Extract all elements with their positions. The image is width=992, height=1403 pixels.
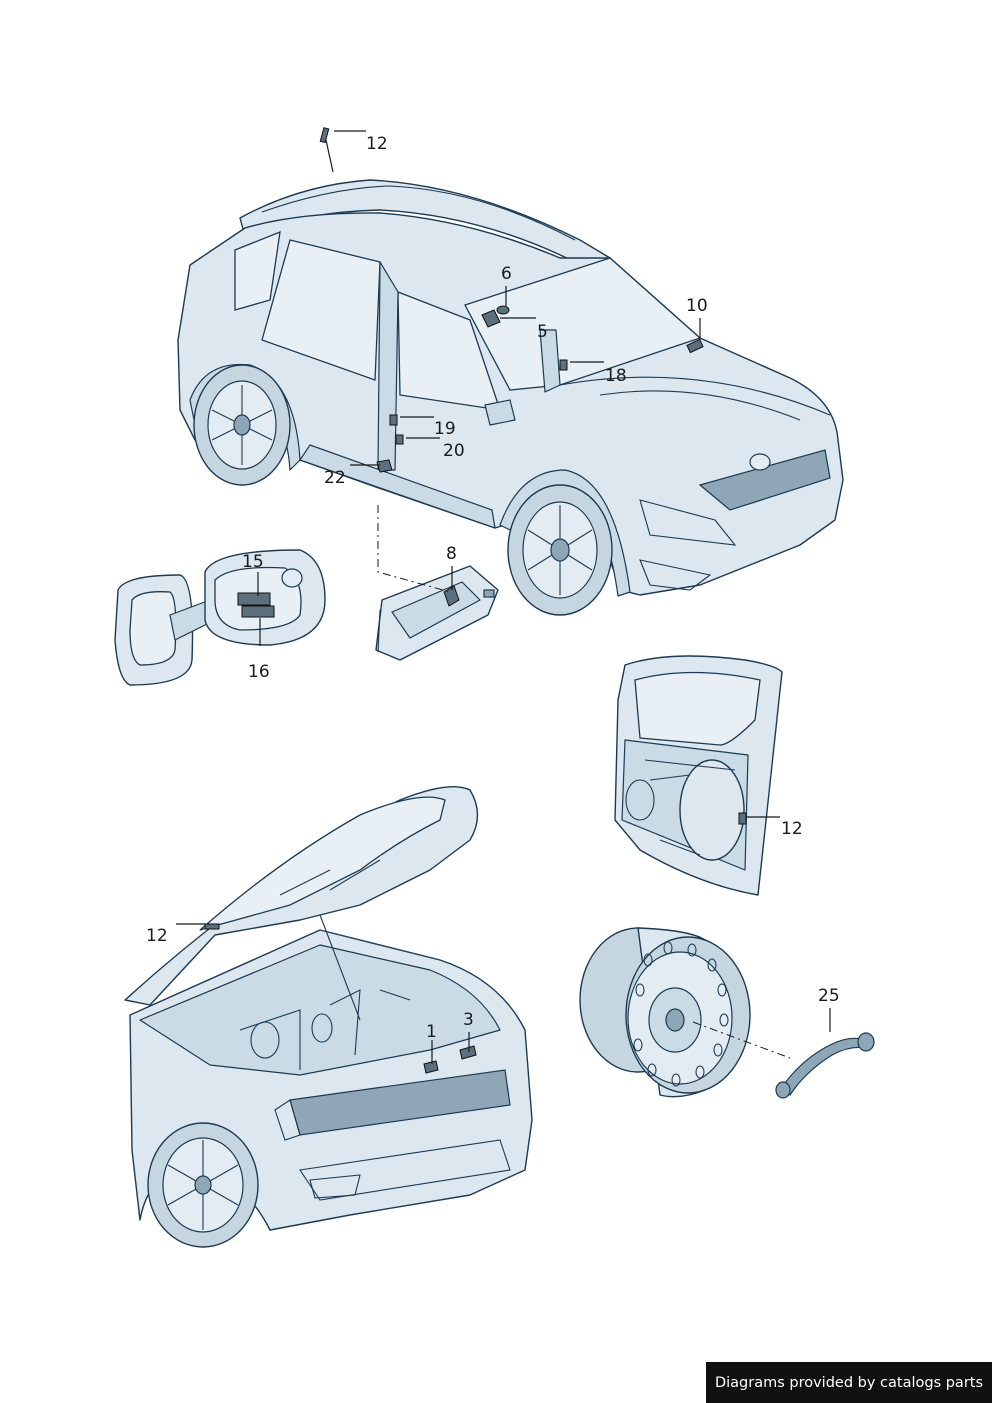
callout-12-top: 12 bbox=[366, 134, 388, 154]
callout-1: 1 bbox=[426, 1022, 437, 1042]
callout-15: 15 bbox=[242, 552, 264, 572]
door-illustration bbox=[614, 655, 783, 896]
callout-6: 6 bbox=[501, 264, 512, 284]
callout-10: 10 bbox=[686, 296, 708, 316]
callout-12-door: 12 bbox=[781, 819, 803, 839]
footer-text: Diagrams provided by catalogs parts bbox=[714, 1374, 984, 1391]
callout-16: 16 bbox=[248, 662, 270, 682]
leader-lines bbox=[176, 130, 831, 1064]
front-engine-bay-illustration bbox=[124, 785, 533, 1248]
spare-wheel-illustration bbox=[579, 927, 875, 1099]
attribution-footer: Diagrams provided by catalogs parts bbox=[706, 1362, 992, 1403]
suv-illustration bbox=[177, 127, 844, 616]
callout-25: 25 bbox=[818, 986, 840, 1006]
callout-19: 19 bbox=[434, 419, 456, 439]
glovebox-illustration bbox=[375, 565, 499, 661]
fuel-flap-illustration bbox=[114, 549, 326, 686]
callout-12-hood: 12 bbox=[146, 926, 168, 946]
callout-3: 3 bbox=[463, 1010, 474, 1030]
callout-8: 8 bbox=[446, 544, 457, 564]
callout-5: 5 bbox=[537, 322, 548, 342]
callout-22: 22 bbox=[324, 468, 346, 488]
callout-20: 20 bbox=[443, 441, 465, 461]
callout-18: 18 bbox=[605, 366, 627, 386]
